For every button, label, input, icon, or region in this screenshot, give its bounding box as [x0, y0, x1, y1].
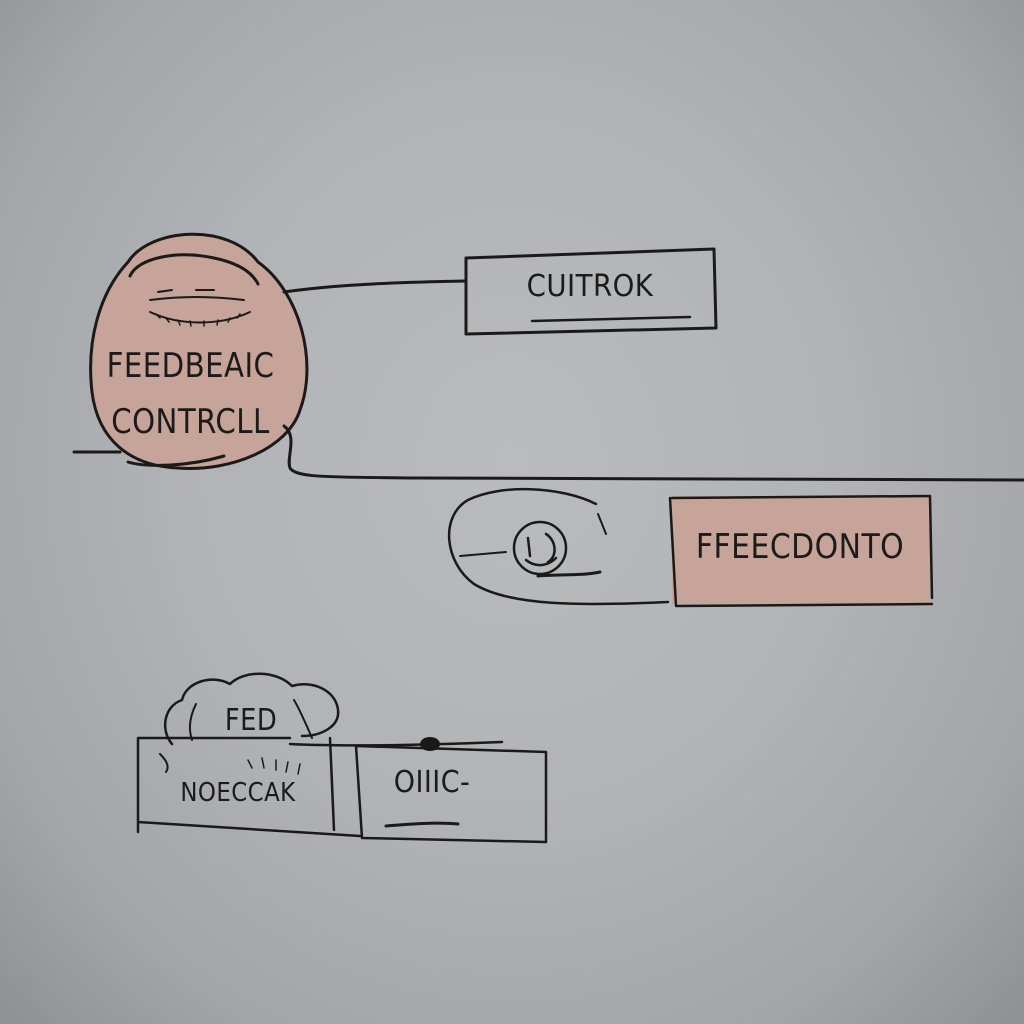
feecdonto-node [668, 494, 934, 608]
feecdonto-box-outline [668, 494, 934, 608]
connector-blob-to-right-edge [282, 424, 1024, 482]
connector-knot [420, 737, 440, 751]
smiley-face-shadow [536, 570, 602, 578]
feecdonto-label: FFEECDONTO [695, 527, 905, 567]
cuitrok-label: CUITROK [526, 269, 654, 304]
smiley-face-icon [512, 520, 602, 578]
smiley-face-circle [512, 520, 568, 576]
connector-blob-to-cuitrok [282, 279, 468, 294]
noeccak-label: NOECCAK [180, 778, 296, 808]
olic-underline [384, 821, 460, 828]
feecdonto-box-fill [672, 496, 930, 604]
feedback-control-node [72, 232, 309, 470]
feedback-control-label: FEEDBEAIC CONTRCLL [102, 338, 278, 450]
face-ellipse-tail [459, 513, 607, 557]
blob-base-stroke [72, 450, 226, 467]
cuitrok-box-outline [464, 247, 718, 336]
smiley-face-features [524, 532, 558, 567]
feedback-control-blob-fill [89, 232, 309, 470]
olic-label: OIIIC- [393, 765, 471, 800]
face-ellipse-node [447, 487, 670, 606]
cuitrok-underline [530, 315, 692, 323]
blob-hair-stroke [149, 289, 251, 324]
blob-handle-stroke [128, 253, 260, 286]
fed-cloud-outline [163, 672, 340, 746]
blob-hatch-stroke [155, 313, 241, 327]
connector-fed-to-olic-line [288, 740, 504, 747]
cuitrok-node [464, 247, 718, 336]
fed-cloud-hatch [247, 757, 301, 775]
connector-fed-to-olic [288, 737, 504, 751]
olic-node [354, 744, 548, 844]
face-ellipse-outline [447, 487, 670, 606]
noeccak-box-outline [136, 736, 362, 838]
feedback-control-label-line-1: FEEDBEAIC [106, 346, 275, 386]
feedback-control-label-line-2: CONTRCLL [111, 402, 270, 442]
fed-label: FED [224, 703, 278, 738]
olic-box-outline [354, 744, 548, 844]
